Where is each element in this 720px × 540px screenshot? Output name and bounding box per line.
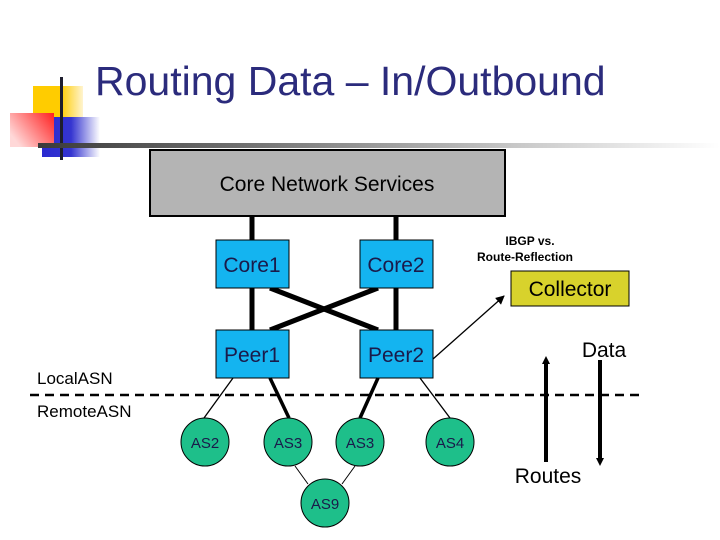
as-node-as3-right-label: AS3: [346, 435, 374, 452]
slide-title: Routing Data – In/Outbound: [95, 58, 606, 104]
ibgp-note-line2: Route-Reflection: [477, 250, 573, 264]
link-as3a-as9: [294, 465, 309, 485]
core-network-services: Core Network Services: [149, 149, 506, 217]
title-divider: [38, 143, 720, 148]
link-core2-peer1: [269, 285, 379, 333]
as-node-as3-left-label: AS3: [274, 435, 302, 452]
link-peer2-as4: [419, 377, 451, 419]
link-peer1-as3a: [268, 377, 291, 419]
router-core1-label: Core1: [223, 254, 280, 277]
router-core2: Core2: [359, 239, 434, 289]
peer2-to-collector-arrow: [432, 295, 505, 360]
link-as3b-as9: [341, 465, 356, 485]
router-peer2-label: Peer2: [368, 344, 424, 367]
zone-remote-asn-label: RemoteASN: [37, 402, 131, 421]
router-peer2: Peer2: [359, 329, 434, 379]
as-node-as2: AS2: [180, 417, 230, 467]
data-flow-label: Data: [582, 339, 627, 362]
as-node-as9-label: AS9: [311, 496, 339, 513]
router-peer1: Peer1: [215, 329, 290, 379]
as-node-as3-right: AS3: [335, 417, 385, 467]
core-links: [249, 216, 399, 333]
collector-label: Collector: [529, 278, 612, 301]
zone-local-asn-label: LocalASN: [37, 369, 113, 388]
link-peer2-as3b: [358, 377, 380, 419]
as-node-as4: AS4: [425, 417, 475, 467]
core-network-services-label: Core Network Services: [220, 173, 435, 196]
peering-links: [203, 377, 451, 485]
as-node-as2-label: AS2: [191, 435, 219, 452]
link-peer1-as2: [203, 377, 234, 419]
as-node-as3-left: AS3: [263, 417, 313, 467]
as-node-as4-label: AS4: [436, 435, 464, 452]
router-core1: Core1: [215, 239, 290, 289]
routes-flow-label: Routes: [515, 465, 582, 488]
collector-box: Collector: [510, 270, 630, 307]
ibgp-note-line1: IBGP vs.: [505, 234, 554, 248]
as-node-as9: AS9: [300, 478, 350, 528]
router-peer1-label: Peer1: [224, 344, 280, 367]
router-core2-label: Core2: [367, 254, 424, 277]
